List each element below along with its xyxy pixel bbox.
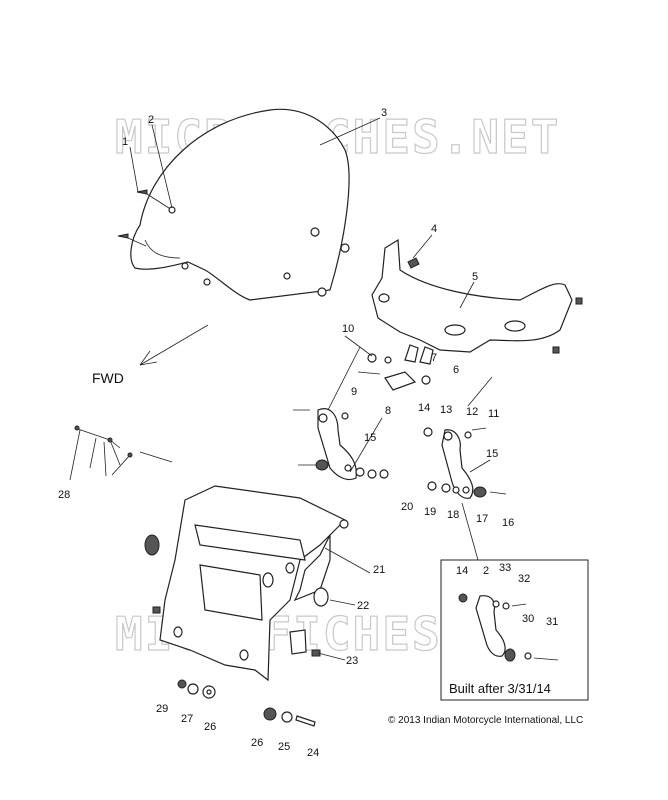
wire-harness [69,425,173,481]
callout-17: 17 [476,513,488,525]
grommet [313,587,329,607]
callout-15-right: 15 [486,448,498,460]
callout-26-bottom: 26 [251,737,263,749]
callout-inset-32: 32 [518,573,530,585]
callout-inset-2: 2 [483,565,489,577]
right-arm [423,427,507,499]
mount-block [357,353,431,391]
bottom-fasteners [177,679,316,727]
leader-lines [129,117,493,661]
callout-9: 9 [351,386,357,398]
fwd-label: FWD [92,370,124,386]
callout-27: 27 [181,713,193,725]
callout-16: 16 [502,517,514,529]
callout-inset-14: 14 [456,565,468,577]
roller [144,534,160,556]
callout-26-left: 26 [204,721,216,733]
callout-7: 7 [431,352,437,364]
callout-6: 6 [453,364,459,376]
left-arm [293,408,389,481]
callout-15-left: 15 [364,432,376,444]
callout-inset-30: 30 [522,613,534,625]
callout-inset-31: 31 [546,616,558,628]
inset-caption: Built after 3/31/14 [449,681,551,696]
callout-28: 28 [58,489,70,501]
upper-bracket [371,238,583,365]
callout-3: 3 [381,107,387,119]
callout-11: 11 [488,408,499,420]
screw [117,189,176,247]
callout-13: 13 [440,404,452,416]
inset-box [440,559,589,701]
callout-22: 22 [357,600,369,612]
callout-20: 20 [401,501,413,513]
callout-14: 14 [418,402,430,414]
callout-19: 19 [424,506,436,518]
callout-10: 10 [342,323,354,335]
inset-arm [458,593,559,662]
callout-12: 12 [466,406,478,418]
callout-29: 29 [156,703,168,715]
bolt [311,649,321,657]
main-frame [152,485,349,682]
callout-2: 2 [148,114,154,126]
forward-arrow [139,324,209,366]
callout-1: 1 [122,136,128,148]
callout-8: 8 [385,405,391,417]
callout-4: 4 [431,223,437,235]
callout-21: 21 [373,564,385,576]
callout-inset-33: 33 [499,562,511,574]
callout-18: 18 [447,509,459,521]
copyright-notice: © 2013 Indian Motorcycle International, … [388,715,583,726]
callout-labels: 1 2 3 4 5 10 7 6 9 8 14 13 12 11 15 15 2… [58,107,558,759]
callout-5: 5 [472,271,478,283]
callout-25: 25 [278,741,290,753]
callout-24: 24 [307,747,319,759]
callout-23: 23 [346,655,358,667]
windshield [130,108,350,301]
